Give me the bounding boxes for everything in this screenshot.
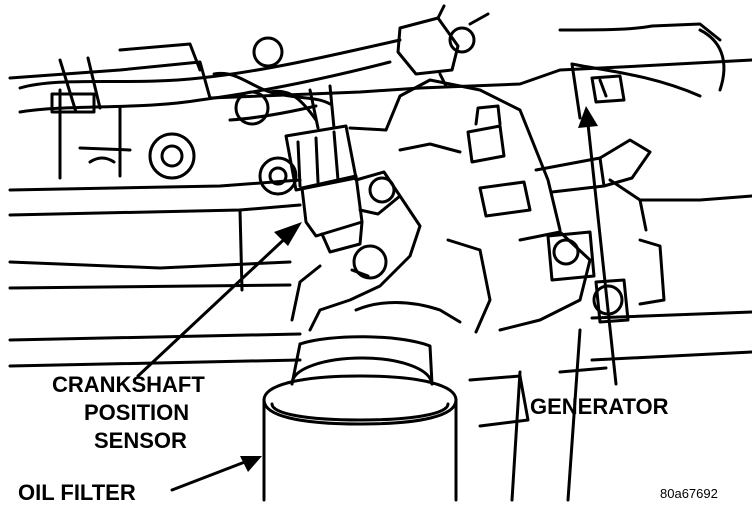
arrowhead-sensor — [274, 222, 302, 246]
arrowheads — [240, 106, 598, 472]
label-crankshaft: CRANKSHAFT — [52, 372, 205, 397]
oil-filter-housing — [290, 78, 652, 334]
label-oil-filter: OIL FILTER — [18, 480, 136, 505]
label-position: POSITION — [84, 400, 189, 425]
label-generator: GENERATOR — [530, 394, 669, 419]
block-bolts — [148, 36, 388, 280]
figure-reference: 80a67692 — [660, 486, 718, 501]
oil-filter — [262, 335, 458, 502]
arrowhead-oil-filter — [240, 456, 262, 472]
arrowhead-generator — [578, 106, 598, 128]
label-sensor: SENSOR — [94, 428, 187, 453]
generator-body — [468, 22, 752, 502]
harness-connector — [396, 4, 490, 88]
leader-lines — [136, 122, 618, 492]
wiring-harness — [18, 38, 402, 130]
crankshaft-sensor — [284, 124, 402, 254]
